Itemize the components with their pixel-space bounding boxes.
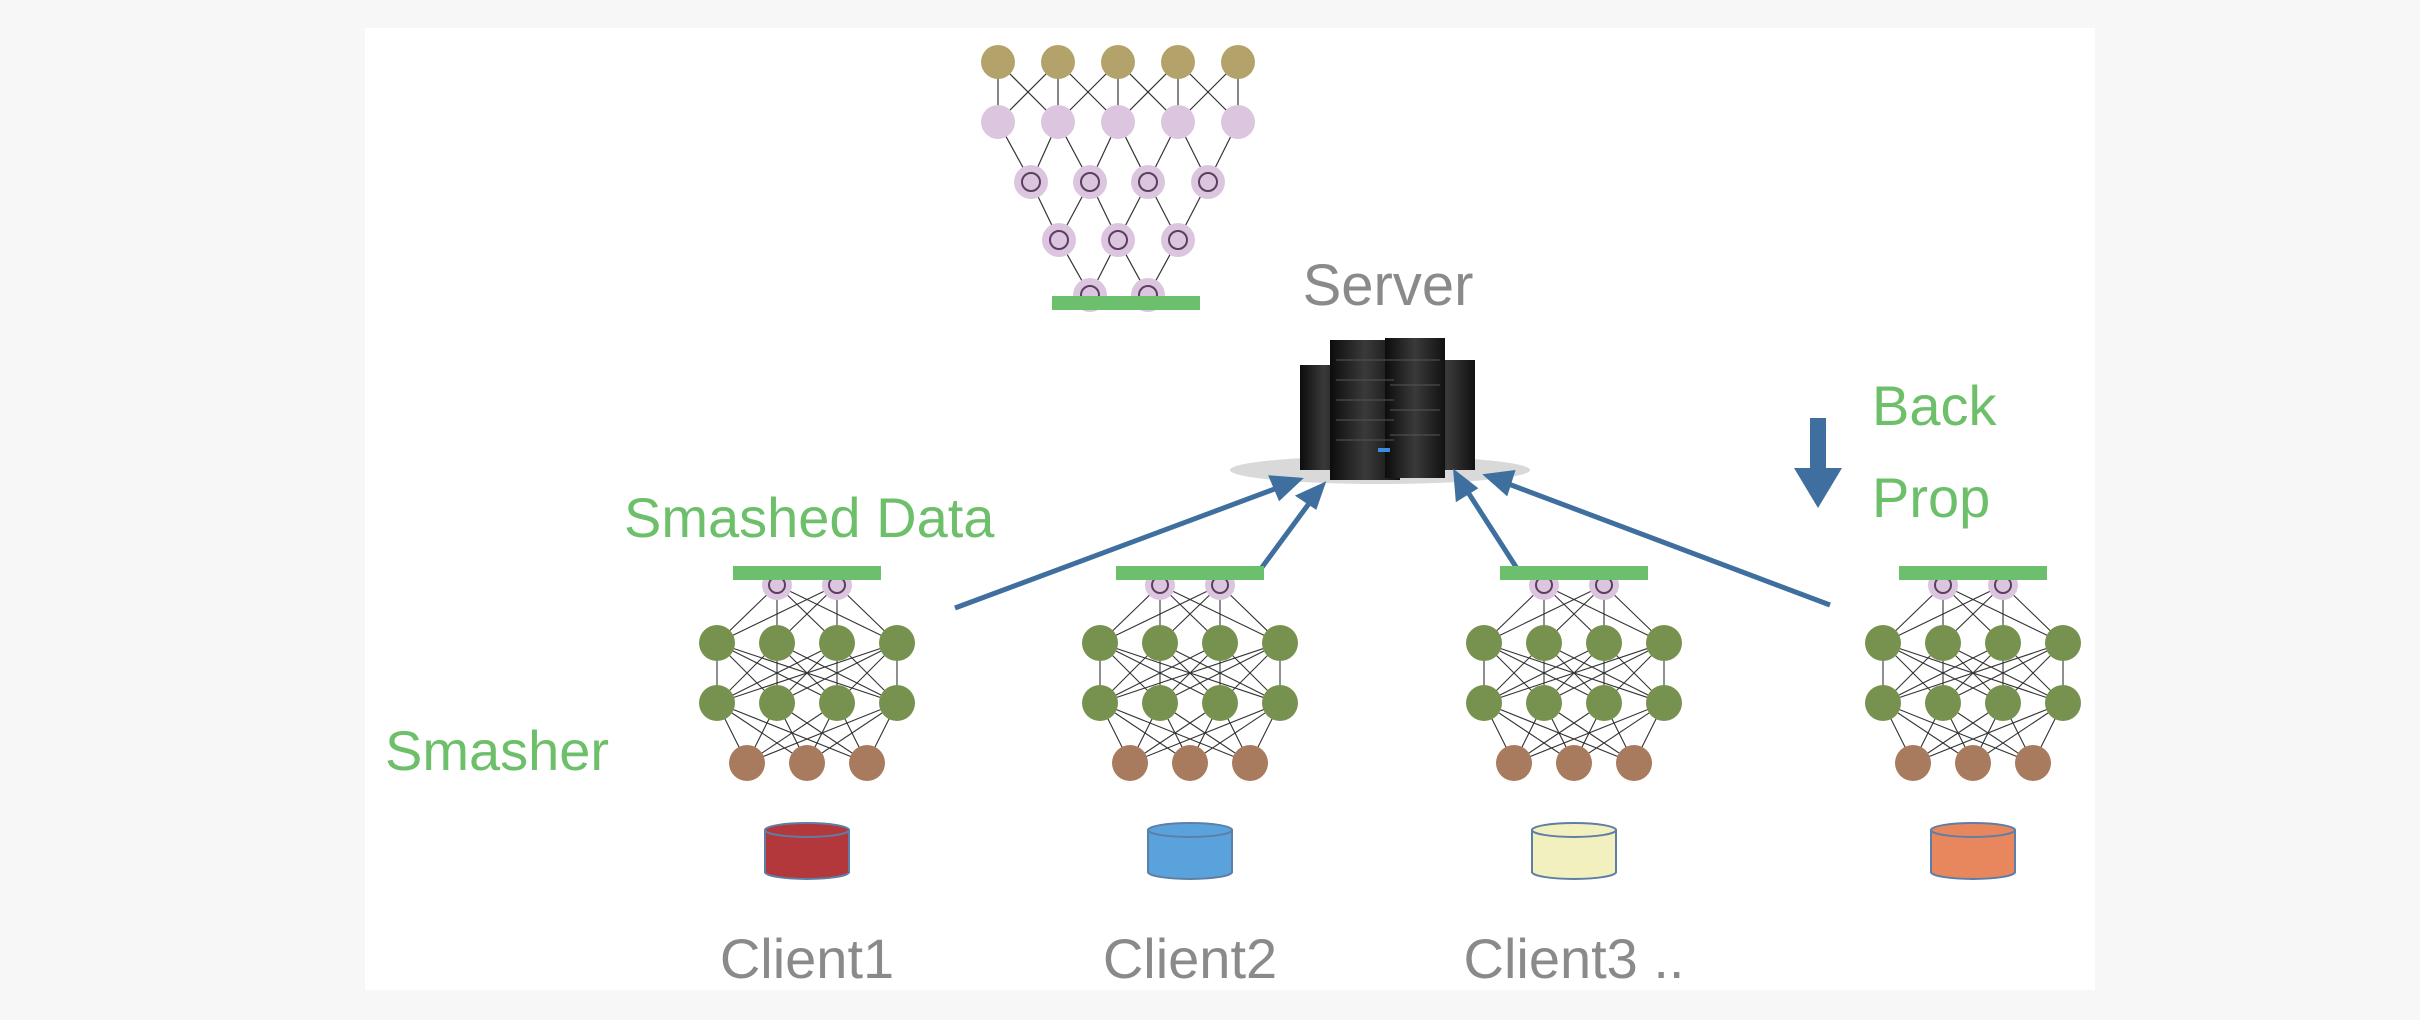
- arrow-client3-to-server: [1453, 468, 1521, 572]
- arrow-client4-to-server: [1482, 470, 1831, 608]
- server-net-node: [1041, 105, 1075, 139]
- server-net-node-ring: [1138, 172, 1158, 192]
- client-net-node: [759, 625, 795, 661]
- client-net-node: [879, 625, 915, 661]
- client-net-node: [1082, 625, 1118, 661]
- client-net-node: [819, 625, 855, 661]
- client-net-node: [1955, 745, 1991, 781]
- client-net-node: [1172, 745, 1208, 781]
- client-net-node: [1865, 685, 1901, 721]
- server-cut-layer-bar: [1052, 296, 1200, 310]
- database-icon: [764, 822, 850, 880]
- client-net-node: [1616, 745, 1652, 781]
- client-net-node: [1112, 745, 1148, 781]
- server-net-node-ring: [1198, 172, 1218, 192]
- client-net-node: [1865, 625, 1901, 661]
- client-label: Client1: [720, 927, 894, 990]
- client-net-node: [1526, 625, 1562, 661]
- client-net-node: [1142, 625, 1178, 661]
- arrow-client1-to-server: [954, 475, 1304, 611]
- client-4: [1865, 566, 2081, 880]
- server-net-node-ring: [1080, 172, 1100, 192]
- server-rack-icon: [1230, 338, 1530, 484]
- clients-layer: Client1 Client2 Client3 ..: [699, 566, 2081, 990]
- client-net-node: [2045, 625, 2081, 661]
- client-1: Client1: [699, 566, 915, 990]
- server-net-node: [1101, 105, 1135, 139]
- client-net-node: [1466, 625, 1502, 661]
- client-net-node: [1082, 685, 1118, 721]
- back-prop-arrow-icon: [1794, 418, 1842, 508]
- client-net-node: [1985, 685, 2021, 721]
- client-net-node: [1556, 745, 1592, 781]
- client-cut-layer-bar: [1500, 566, 1648, 580]
- client-net-node: [1646, 625, 1682, 661]
- client-net-node: [1895, 745, 1931, 781]
- database-icon: [1147, 822, 1233, 880]
- client-net-node: [1646, 685, 1682, 721]
- upload-arrows: [954, 468, 1831, 611]
- client-net-node: [789, 745, 825, 781]
- client-cut-layer-bar: [1899, 566, 2047, 580]
- client-net-node: [1925, 685, 1961, 721]
- server-net-node: [1101, 45, 1135, 79]
- client-2: Client2: [1082, 566, 1298, 990]
- server-net-node: [981, 45, 1015, 79]
- client-net-node: [1496, 745, 1532, 781]
- server-net-node-ring: [1021, 172, 1041, 192]
- back-prop-label-line2: Prop: [1872, 466, 1990, 529]
- server-net-node-ring: [1168, 230, 1188, 250]
- server-net-node: [1221, 45, 1255, 79]
- client-net-node: [1586, 685, 1622, 721]
- client-net-node: [2015, 745, 2051, 781]
- client-net-node: [699, 685, 735, 721]
- database-icon: [1930, 822, 2016, 880]
- server-net-node: [981, 105, 1015, 139]
- client-net-node: [759, 685, 795, 721]
- client-net-node: [1586, 625, 1622, 661]
- client-net-node: [819, 685, 855, 721]
- client-net-node: [1526, 685, 1562, 721]
- client-net-node: [1985, 625, 2021, 661]
- client-net-node: [2045, 685, 2081, 721]
- server-net-node: [1073, 165, 1107, 199]
- client-label: Client2: [1103, 927, 1277, 990]
- client-net-node: [849, 745, 885, 781]
- server-net-node: [1191, 165, 1225, 199]
- server-label: Server: [1303, 253, 1474, 318]
- client-cut-layer-bar: [733, 566, 881, 580]
- server-net-node: [1161, 105, 1195, 139]
- server-net-node: [1041, 45, 1075, 79]
- client-net-node: [1232, 745, 1268, 781]
- server-net-node-ring: [1108, 230, 1128, 250]
- server-net-node: [1161, 223, 1195, 257]
- server-net-node: [1221, 105, 1255, 139]
- arrow-client2-to-server: [1257, 481, 1327, 572]
- client-net-node: [729, 745, 765, 781]
- client-net-node: [1466, 685, 1502, 721]
- back-prop-label-line1: Back: [1872, 374, 1997, 437]
- server-net-node: [1014, 165, 1048, 199]
- client-3: Client3 ..: [1464, 566, 1685, 990]
- client-net-node: [1925, 625, 1961, 661]
- client-net-node: [1262, 625, 1298, 661]
- client-net-node: [1142, 685, 1178, 721]
- client-net-node: [699, 625, 735, 661]
- client-net-node: [1202, 625, 1238, 661]
- client-net-node: [1262, 685, 1298, 721]
- database-icon: [1531, 822, 1617, 880]
- client-net-node: [879, 685, 915, 721]
- client-net-node: [1202, 685, 1238, 721]
- server-net-node: [1161, 45, 1195, 79]
- server-net-node: [1101, 223, 1135, 257]
- server-net-node: [1131, 165, 1165, 199]
- smashed-data-label: Smashed Data: [624, 486, 995, 549]
- client-label: Client3 ..: [1464, 927, 1685, 990]
- server-net-node: [1042, 223, 1076, 257]
- smasher-label: Smasher: [385, 719, 609, 782]
- client-cut-layer-bar: [1116, 566, 1264, 580]
- server-side-network: [981, 45, 1255, 312]
- server-net-node-ring: [1049, 230, 1069, 250]
